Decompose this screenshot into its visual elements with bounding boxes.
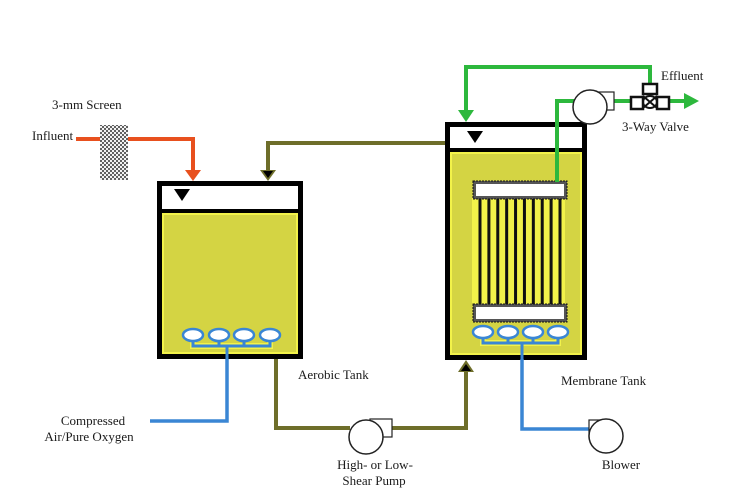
effluent-label: Effluent (661, 68, 704, 83)
blower-label: Blower (602, 457, 641, 472)
water-level-icon (467, 131, 483, 143)
air-label-line-1: Compressed (61, 413, 126, 428)
membrane-tank-label: Membrane Tank (561, 373, 647, 388)
valve-label: 3-Way Valve (622, 119, 689, 134)
membrane-module (472, 180, 568, 323)
influent-arrow-icon (185, 170, 201, 181)
influent-line (76, 137, 201, 181)
air-label-line-2: Air/Pure Oxygen (44, 429, 134, 444)
membrane-tank (445, 122, 587, 360)
aerobic-tank (157, 181, 303, 360)
shear-pump-icon (348, 418, 393, 455)
backflush-line (458, 65, 652, 122)
membrane-diffusers (471, 324, 570, 360)
permeate-pump-icon (572, 89, 615, 125)
screen-label: 3-mm Screen (52, 97, 122, 112)
effluent-arrow-icon (684, 93, 699, 109)
pump-label-line-1: High- or Low- (337, 457, 413, 472)
blower-air-line (520, 359, 592, 431)
pump-label-line-2: Shear Pump (342, 473, 405, 488)
air-line (150, 359, 229, 423)
blower-icon (588, 418, 624, 454)
influent-label: Influent (32, 128, 74, 143)
aerobic-diffusers (181, 327, 282, 360)
transfer-line (274, 359, 474, 430)
water-level-icon (174, 189, 190, 201)
backflush-arrow-icon (458, 110, 474, 122)
three-way-valve-icon (629, 82, 671, 111)
return-line (260, 141, 446, 181)
screen-icon (100, 125, 128, 180)
aerobic-tank-label: Aerobic Tank (298, 367, 369, 382)
